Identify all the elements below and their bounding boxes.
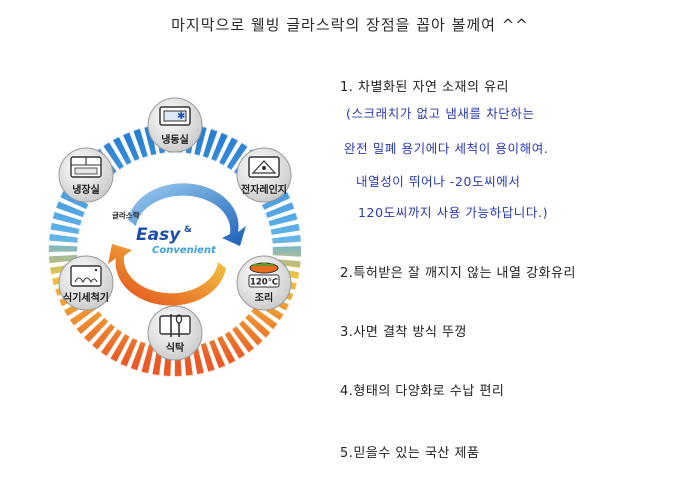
center-brand: 글라스락 Easy & Convenient xyxy=(108,183,246,306)
brand-easy-label: Easy xyxy=(136,225,181,245)
feature-item-5: 5.믿을수 있는 국산 제품 xyxy=(340,446,480,461)
brand-amp-label: & xyxy=(184,225,192,235)
spoon-fork-icon xyxy=(159,314,191,337)
node-label-dishwasher: 식기세척기 xyxy=(63,291,109,304)
page-title: 마지막으로 웰빙 글라스락의 장점을 꼽아 볼께여 ^^ xyxy=(171,16,529,34)
temperature-badge: 120℃ xyxy=(250,278,278,288)
arc-arrow-warm xyxy=(108,244,226,306)
node-label-freezer: 냉동실 xyxy=(161,133,189,146)
feature-1-detail-line-4: 120도씨까지 사용 가능하답니다.) xyxy=(358,205,549,220)
node-freezer: ✱ 냉동실 xyxy=(147,97,203,153)
node-label-refrigerator: 냉장실 xyxy=(72,183,100,196)
feature-item-4: 4.형태의 다양화로 수납 편리 xyxy=(340,384,505,399)
glasslock-usage-cycle-diagram: 글라스락 Easy & Convenient ✱ 냉동실 전자레인지 120℃ xyxy=(47,97,303,378)
node-dishwasher: 식기세척기 xyxy=(58,255,114,311)
node-microwave: 전자레인지 xyxy=(236,147,292,203)
svg-text:✱: ✱ xyxy=(177,111,185,122)
node-label-cooking: 조리 xyxy=(255,291,273,304)
feature-item-2: 2.특허받은 잘 깨지지 않는 내열 강화유리 xyxy=(340,266,576,281)
feature-item-1: 1. 차별화된 자연 소재의 유리 xyxy=(340,80,509,95)
node-label-microwave: 전자레인지 xyxy=(241,183,287,196)
node-table: 식탁 xyxy=(147,305,203,361)
feature-1-detail-line-3: 내열성이 뛰어나 -20도씨에서 xyxy=(356,174,521,189)
node-label-table: 식탁 xyxy=(166,341,185,354)
feature-1-detail-line-1: (스크래치가 없고 냄새를 차단하는 xyxy=(346,106,535,121)
freezer-icon: ✱ xyxy=(159,106,191,126)
feature-1-detail-line-2: 완전 밀폐 용기에다 세척이 용이해여. xyxy=(344,141,549,156)
dishwasher-icon xyxy=(70,265,102,287)
node-refrigerator: 냉장실 xyxy=(58,147,114,203)
cooking-pot-icon xyxy=(249,262,279,274)
refrigerator-icon xyxy=(70,156,102,178)
node-cooking: 120℃ 조리 xyxy=(236,255,292,311)
feature-item-3: 3.사면 결착 방식 뚜껑 xyxy=(340,325,467,340)
arc-arrow-blue xyxy=(128,183,246,246)
brand-small-label: 글라스락 xyxy=(112,210,140,220)
microwave-icon xyxy=(248,156,280,178)
brand-convenient-label: Convenient xyxy=(152,245,217,256)
